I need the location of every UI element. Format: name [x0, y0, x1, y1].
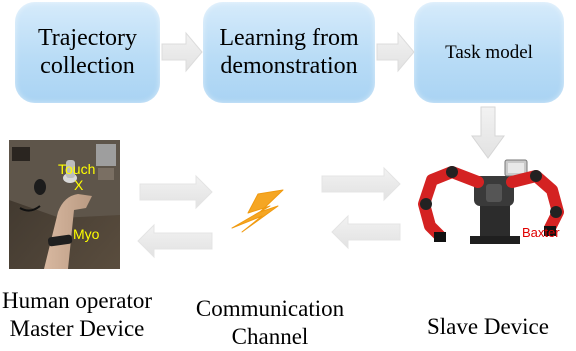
arrow-trajectory-to-lfd — [161, 31, 203, 73]
x-label: X — [74, 177, 84, 193]
baxter-label: Baxter — [522, 225, 560, 240]
task-model-box: Task model — [414, 2, 564, 103]
arrow-channel-to-master — [137, 223, 213, 259]
arrow-task-model-to-slave — [471, 106, 505, 159]
master-device-caption: Human operator Master Device — [1, 288, 153, 342]
arrow-channel-to-slave — [321, 166, 401, 202]
trajectory-collection-box: Trajectory collection — [15, 2, 160, 103]
slave-device-caption: Slave Device — [427, 314, 549, 339]
arrow-master-to-channel — [139, 174, 213, 210]
arrow-lfd-to-task-model — [376, 31, 415, 73]
myo-label: Myo — [73, 226, 100, 242]
master-device-photo — [9, 140, 120, 269]
touch-label: Touch — [58, 161, 95, 177]
lightning-icon — [231, 189, 284, 233]
communication-channel-caption: Communication Channel — [195, 296, 345, 350]
trajectory-collection-label: Trajectory collection — [37, 24, 138, 79]
arrow-slave-to-channel — [331, 214, 401, 250]
task-model-label: Task model — [445, 41, 533, 63]
learning-from-demonstration-label: Learning from demonstration — [219, 24, 359, 79]
baxter-robot-photo — [418, 159, 564, 244]
learning-from-demonstration-box: Learning from demonstration — [203, 2, 375, 103]
